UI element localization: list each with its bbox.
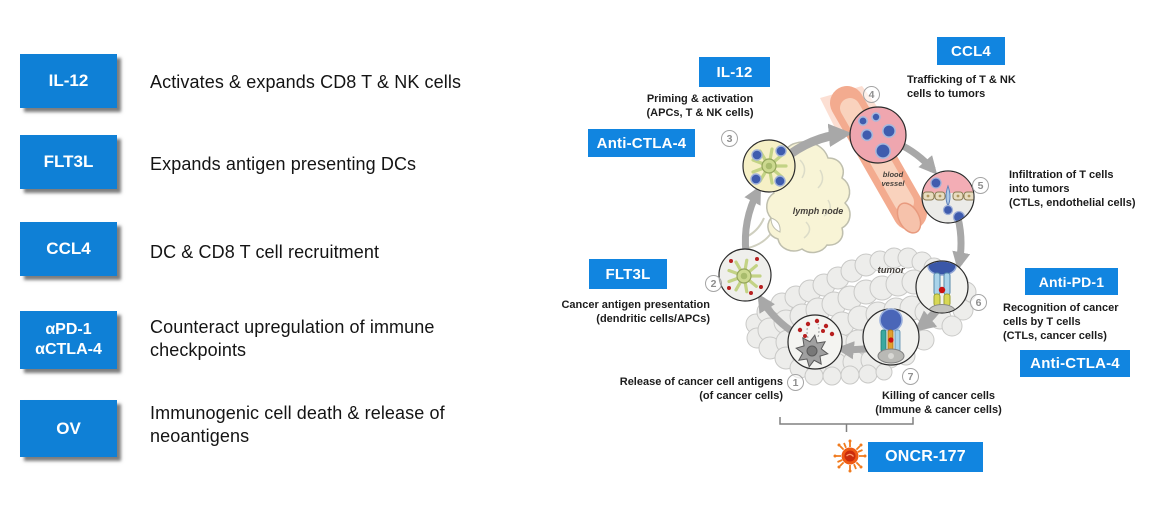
legend-description: Immunogenic cell death & release of neoa… — [150, 403, 445, 447]
tag-flt3l: FLT3L — [589, 259, 667, 289]
step-1-annotation: Release of cancer cell antigens (of canc… — [619, 376, 783, 402]
step-5-cell-icon — [921, 170, 975, 224]
step-5-annotation: Infiltration of T cells into tumors (CTL… — [1009, 169, 1136, 209]
step-6-number-badge: 6 — [970, 294, 987, 311]
step-2-cell-icon — [718, 248, 772, 302]
legend-tag-ccl4: CCL4 — [20, 222, 117, 276]
legend-tag-apd1-actla4: αPD-1 αCTLA-4 — [20, 311, 117, 369]
legend-description: DC & CD8 T cell recruitment — [150, 242, 380, 262]
step-1-number-badge: 1 — [787, 374, 804, 391]
virus-icon — [833, 439, 867, 473]
legend-description: Counteract upregulation of immune checkp… — [150, 317, 435, 361]
legend-tag-label: CCL4 — [46, 239, 91, 259]
legend-description: Expands antigen presenting DCs — [150, 154, 417, 174]
legend-tag-label: FLT3L — [43, 152, 94, 172]
step-4-annotation: Trafficking of T & NK cells to tumors — [907, 74, 1016, 100]
step-3-cell-icon — [742, 139, 796, 193]
lymph-node-label: lymph node — [792, 206, 844, 216]
step-5-number-badge: 5 — [972, 177, 989, 194]
bracket — [779, 417, 914, 432]
blood-vessel-label: blood vessel — [881, 170, 905, 188]
step-3-number-badge: 3 — [721, 130, 738, 147]
step-4-number-badge: 4 — [863, 86, 880, 103]
tag-oncr-177: ONCR-177 — [868, 442, 983, 472]
legend-description: Activates & expands CD8 T & NK cells — [150, 72, 462, 92]
step-7-annotation: Killing of cancer cells (Immune & cancer… — [875, 390, 1002, 416]
legend-tag-ov: OV — [20, 400, 117, 457]
step-7-number-badge: 7 — [902, 368, 919, 385]
cycle-graphic — [718, 86, 977, 473]
legend-tag-label: αPD-1 αCTLA-4 — [35, 321, 102, 358]
step-3-annotation: Priming & activation (APCs, T & NK cells… — [646, 93, 754, 119]
legend-tag-flt3l: FLT3L — [20, 135, 117, 189]
tag-anti-pd1: Anti-PD-1 — [1025, 268, 1118, 295]
legend-tag-label: OV — [56, 418, 81, 438]
step-7-cell-icon — [862, 308, 920, 366]
step-2-annotation: Cancer antigen presentation (dendritic c… — [561, 299, 710, 325]
tumor-label: tumor — [877, 265, 905, 276]
tag-il12: IL-12 — [699, 57, 770, 87]
step-6-annotation: Recognition of cancer cells by T cells (… — [1003, 302, 1119, 342]
step-6-cell-icon — [915, 260, 969, 314]
step-1-cell-icon — [787, 314, 843, 370]
step-4-cell-icon — [849, 106, 907, 164]
tag-anti-ctla4-bottom: Anti-CTLA-4 — [1020, 350, 1130, 377]
legend-tag-label: IL-12 — [48, 71, 89, 91]
tag-anti-ctla4-top: Anti-CTLA-4 — [588, 129, 695, 157]
step-2-number-badge: 2 — [705, 275, 722, 292]
tag-ccl4: CCL4 — [937, 37, 1005, 65]
legend-tag-il12: IL-12 — [20, 54, 117, 108]
